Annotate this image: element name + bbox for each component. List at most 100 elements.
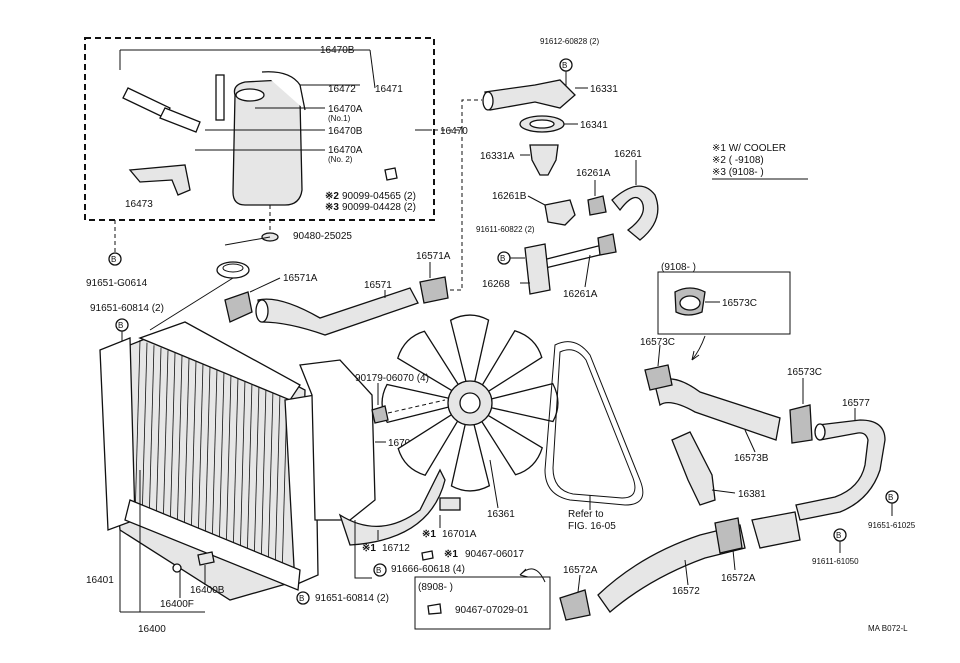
label-16572A-right: 16572A: [721, 573, 756, 584]
radiator-fin: [239, 378, 246, 563]
radiator-fin: [155, 347, 162, 529]
fan-blade: [397, 412, 460, 476]
cooler-hoses: 16573C 16573C 16573B 16577 B 91651-61025…: [640, 337, 916, 566]
reservoir-group: 16470B 16471 16472 16470A (No.1) 16470B …: [84, 37, 468, 246]
label-16331: 16331: [590, 84, 618, 95]
pipe-connector: [751, 511, 801, 549]
reservoir-dashed-frame: [84, 37, 435, 221]
radiator-fin: [232, 376, 239, 560]
label-90467-07029-01: 90467-07029-01: [455, 605, 529, 616]
union-16261B: [544, 199, 576, 226]
label-16572A-left: 16572A: [563, 565, 598, 576]
label-16261B: 16261B: [492, 191, 527, 202]
clamp-16573C-b: [789, 404, 813, 444]
fan-hub-center: [459, 392, 481, 414]
label-refer-to: Refer to: [568, 509, 604, 520]
label-16471: 16471: [375, 84, 403, 95]
legend: ※1 W/ COOLER ※2 ( -9108) ※3 (9108- ): [712, 143, 808, 180]
label-16261A-top: 16261A: [576, 168, 611, 179]
label-16400B: 16400B: [190, 585, 225, 596]
label-90099-04565: 90099-04565 (2): [342, 191, 416, 202]
label-16573C-box: 16573C: [722, 298, 757, 309]
bolt-symbol: [108, 252, 122, 266]
fan-16361: 90179-06070 (4) 16361: [355, 314, 559, 520]
clamp-16571A-left: [224, 291, 253, 323]
radiator-fin: [176, 355, 183, 537]
radiator-fin: [246, 381, 253, 565]
drawing-code: MA B072-L: [868, 624, 908, 633]
label-91651-60814-top: 91651-60814 (2): [90, 303, 164, 314]
box-9108-frame: [657, 271, 791, 335]
label-16573C-b: 16573C: [787, 367, 822, 378]
shroud-body: [299, 359, 376, 521]
radiator-16400: 16401 16400B 16400F 16400: [86, 261, 319, 635]
label-91666-60618: 91666-60618 (4): [391, 564, 465, 575]
label-8908: (8908- ): [418, 582, 453, 593]
label-16331A: 16331A: [480, 151, 515, 162]
bracket-16381: [671, 431, 716, 506]
upper-hose-16571: 16571A 16571 16571A: [224, 251, 451, 336]
fan-blade: [450, 421, 491, 492]
clamp-16572A-right: [714, 517, 743, 554]
reservoir-tank: [232, 79, 303, 206]
bolt-symbol: [296, 591, 310, 605]
label-90467-06017: 90467-06017: [465, 549, 524, 560]
reservoir-hose-b: [159, 107, 201, 133]
fan-blade: [488, 382, 559, 423]
label-16381: 16381: [738, 489, 766, 500]
label-16470: 16470: [440, 126, 468, 137]
label-16361: 16361: [487, 509, 515, 520]
label-16573C-a: 16573C: [640, 337, 675, 348]
label-16712: 16712: [382, 543, 410, 554]
pipe-16577: [795, 419, 886, 521]
label-16572: 16572: [672, 586, 700, 597]
marker-1b: ※1: [362, 543, 376, 554]
label-16571A-left: 16571A: [283, 273, 318, 284]
water-outlet-group: 91612-60828 (2) B 16331 16341 16331A: [480, 37, 618, 176]
radiator-fin: [211, 368, 218, 551]
label-91611-60822: 91611-60822 (2): [476, 225, 535, 234]
radiator-fin: [260, 386, 267, 571]
clamp-16572A-left: [559, 589, 591, 621]
fan-bolt-90179: [371, 405, 389, 424]
radiator-fin: [204, 365, 211, 549]
bolt-letter: B: [299, 594, 304, 603]
label-16400F: 16400F: [160, 599, 194, 610]
bolt-letter: B: [836, 531, 841, 540]
bolt-90467-06017: [421, 550, 434, 561]
hose-16573B: [654, 378, 781, 441]
label-16341: 16341: [580, 120, 608, 131]
label-16473: 16473: [125, 199, 153, 210]
upper-hose: [257, 287, 419, 336]
bypass-group: 16261 16261A 16261B 91611-60822 (2) B 16…: [476, 149, 659, 300]
label-16470A-2: 16470A: [328, 145, 363, 156]
label-91651-60814-bot: 91651-60814 (2): [315, 593, 389, 604]
label-90179-06070: 90179-06070 (4): [355, 373, 429, 384]
v-belt: Refer to FIG. 16-05: [544, 341, 644, 532]
bolt-letter: B: [500, 254, 505, 263]
reservoir-bolt: [384, 167, 398, 181]
box-8908: (8908- ) 90467-07029-01: [414, 568, 551, 630]
bracket-16701A: [439, 497, 461, 511]
fan-blade: [449, 314, 490, 385]
reservoir-cap: [235, 88, 265, 102]
label-16268: 16268: [482, 279, 510, 290]
label-91611-61050: 91611-61050: [812, 557, 859, 566]
clamp-16573C-a: [644, 364, 673, 391]
label-91651-61025: 91651-61025: [868, 521, 916, 530]
radiator-right-tank: [284, 394, 319, 586]
label-90099-04428: 90099-04428 (2): [342, 202, 416, 213]
drain-cock: [197, 551, 215, 566]
legend-row-3: ※3 (9108- ): [712, 167, 764, 178]
shroud-lower: [338, 468, 446, 546]
radiator-bottom: [124, 499, 301, 591]
v-belt-loop: [544, 341, 644, 506]
radiator-fin: [183, 358, 190, 540]
legend-row-2: ※2 ( -9108): [712, 155, 764, 166]
label-16470B-top: 16470B: [320, 45, 355, 56]
fan-blade: [397, 330, 461, 393]
label-16261: 16261: [614, 149, 642, 160]
label-16577: 16577: [842, 398, 870, 409]
clamp-16261A-bot: [597, 233, 617, 256]
